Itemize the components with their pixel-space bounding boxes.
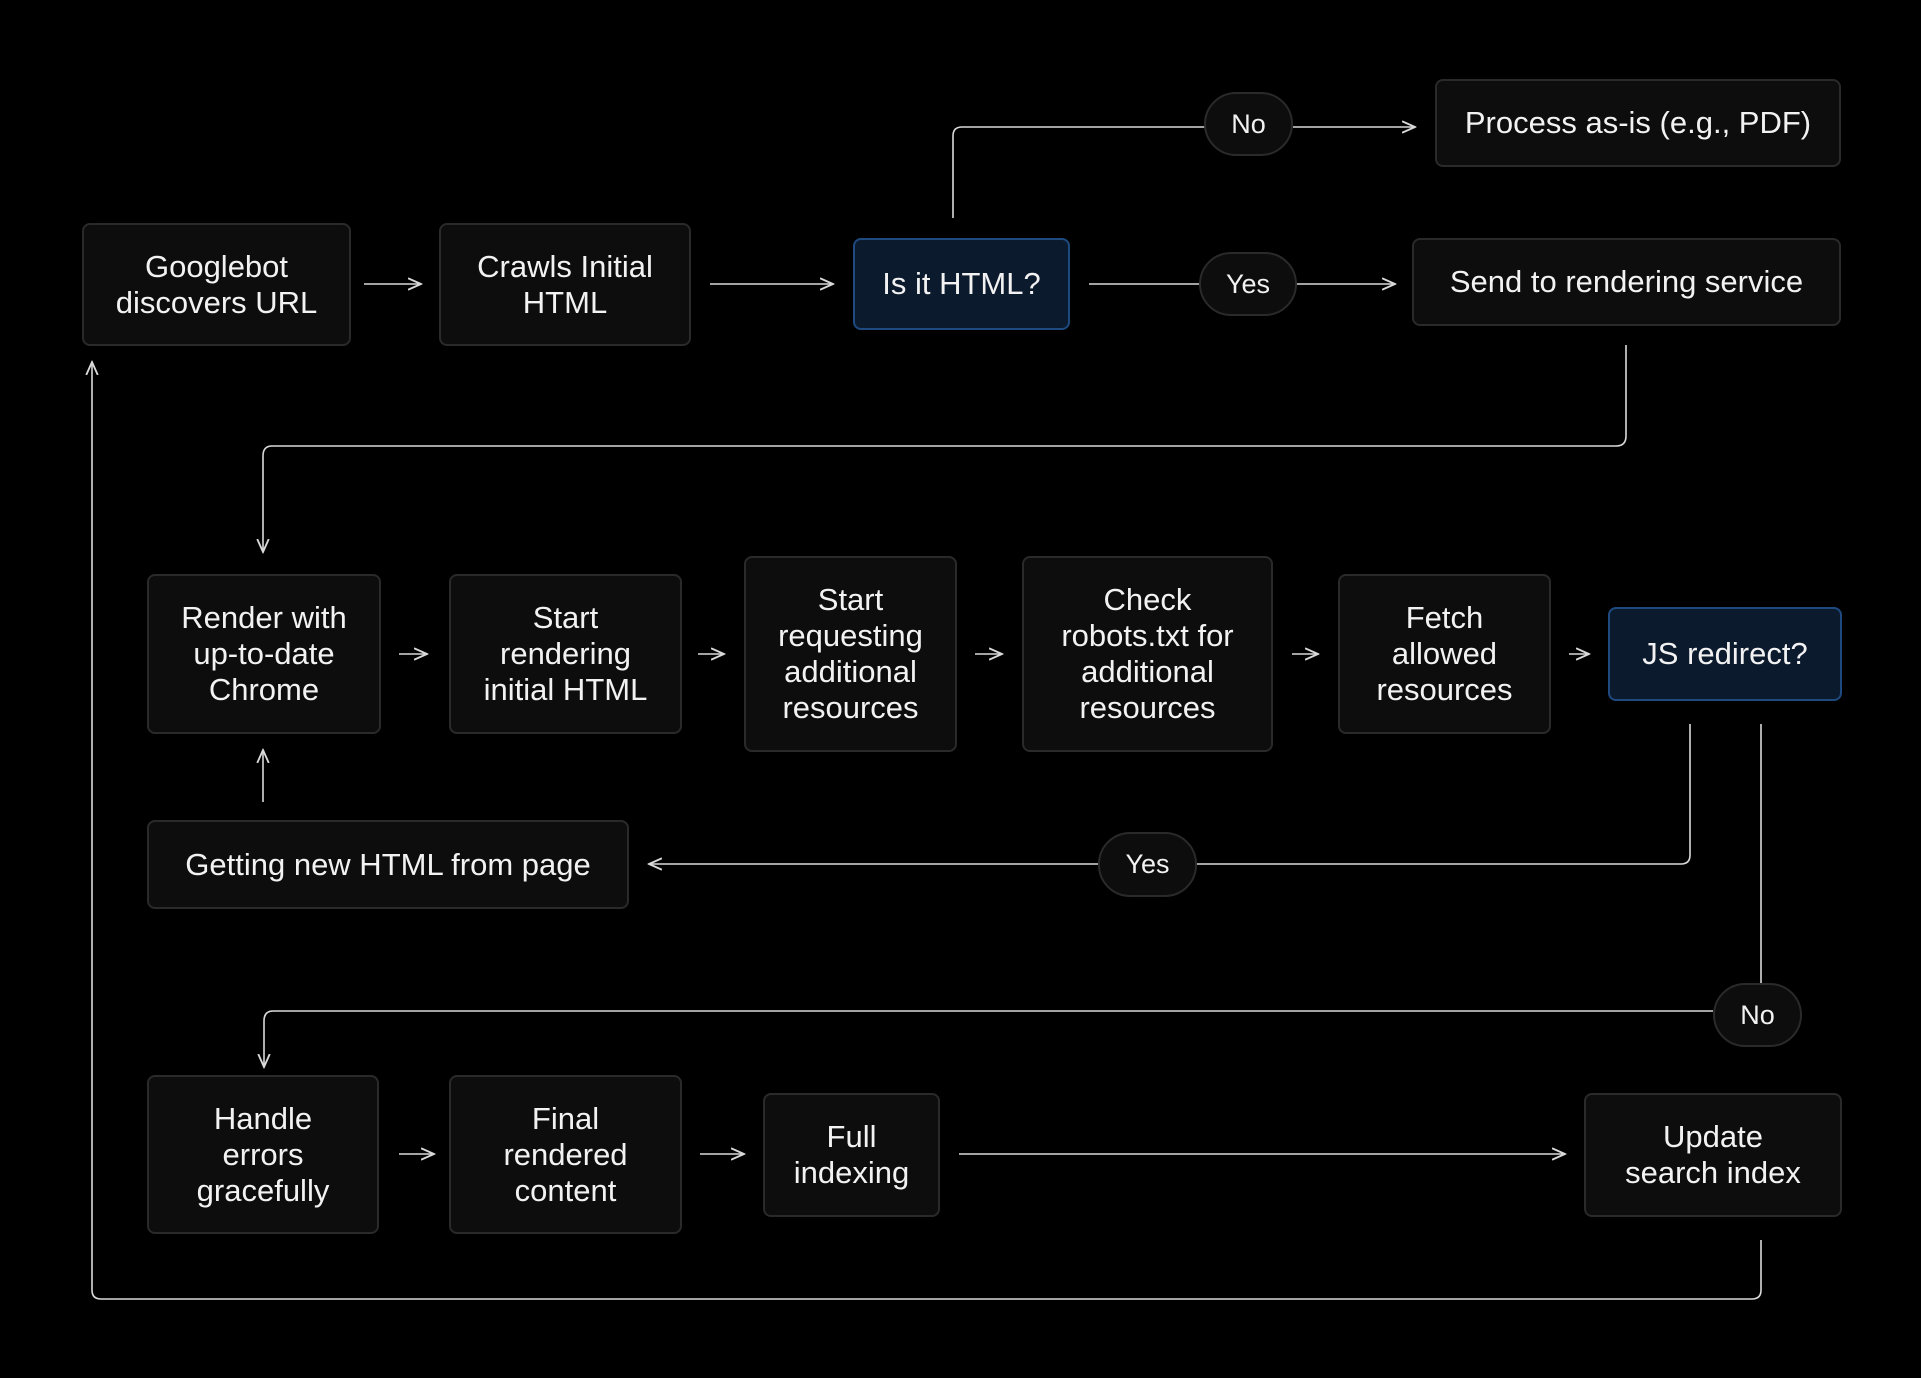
- edge-update-discover: [92, 362, 1762, 1300]
- node-new-html: Getting new HTML from page: [147, 820, 629, 909]
- node-discover-url: Googlebot discovers URL: [82, 223, 351, 346]
- node-check-robots: Check robots.txt for additional resource…: [1022, 556, 1273, 752]
- node-is-it-html: Is it HTML?: [853, 238, 1070, 330]
- node-render-chrome: Render with up-to-date Chrome: [147, 574, 381, 734]
- label-html-no: No: [1204, 92, 1293, 156]
- node-final-rendered-content: Final rendered content: [449, 1075, 682, 1234]
- node-js-redirect: JS redirect?: [1608, 607, 1842, 701]
- node-handle-errors: Handle errors gracefully: [147, 1075, 379, 1234]
- node-start-requesting: Start requesting additional resources: [744, 556, 957, 752]
- node-fetch-allowed: Fetch allowed resources: [1338, 574, 1551, 734]
- label-redirect-no: No: [1713, 983, 1802, 1047]
- edge-sendrender-renderchrome: [263, 345, 1627, 552]
- node-send-to-rendering: Send to rendering service: [1412, 238, 1841, 326]
- node-update-search-index: Update search index: [1584, 1093, 1842, 1217]
- edge-ishtml-no: [952, 126, 1205, 218]
- edge-jsredirect-yes: [1196, 724, 1691, 865]
- label-redirect-yes: Yes: [1098, 832, 1197, 897]
- node-full-indexing: Full indexing: [763, 1093, 940, 1217]
- edge-no-handleerrors: [264, 1010, 1713, 1067]
- label-html-yes: Yes: [1199, 252, 1297, 316]
- node-process-as-is: Process as-is (e.g., PDF): [1435, 79, 1841, 167]
- node-crawl-initial-html: Crawls Initial HTML: [439, 223, 691, 346]
- node-start-rendering: Start rendering initial HTML: [449, 574, 682, 734]
